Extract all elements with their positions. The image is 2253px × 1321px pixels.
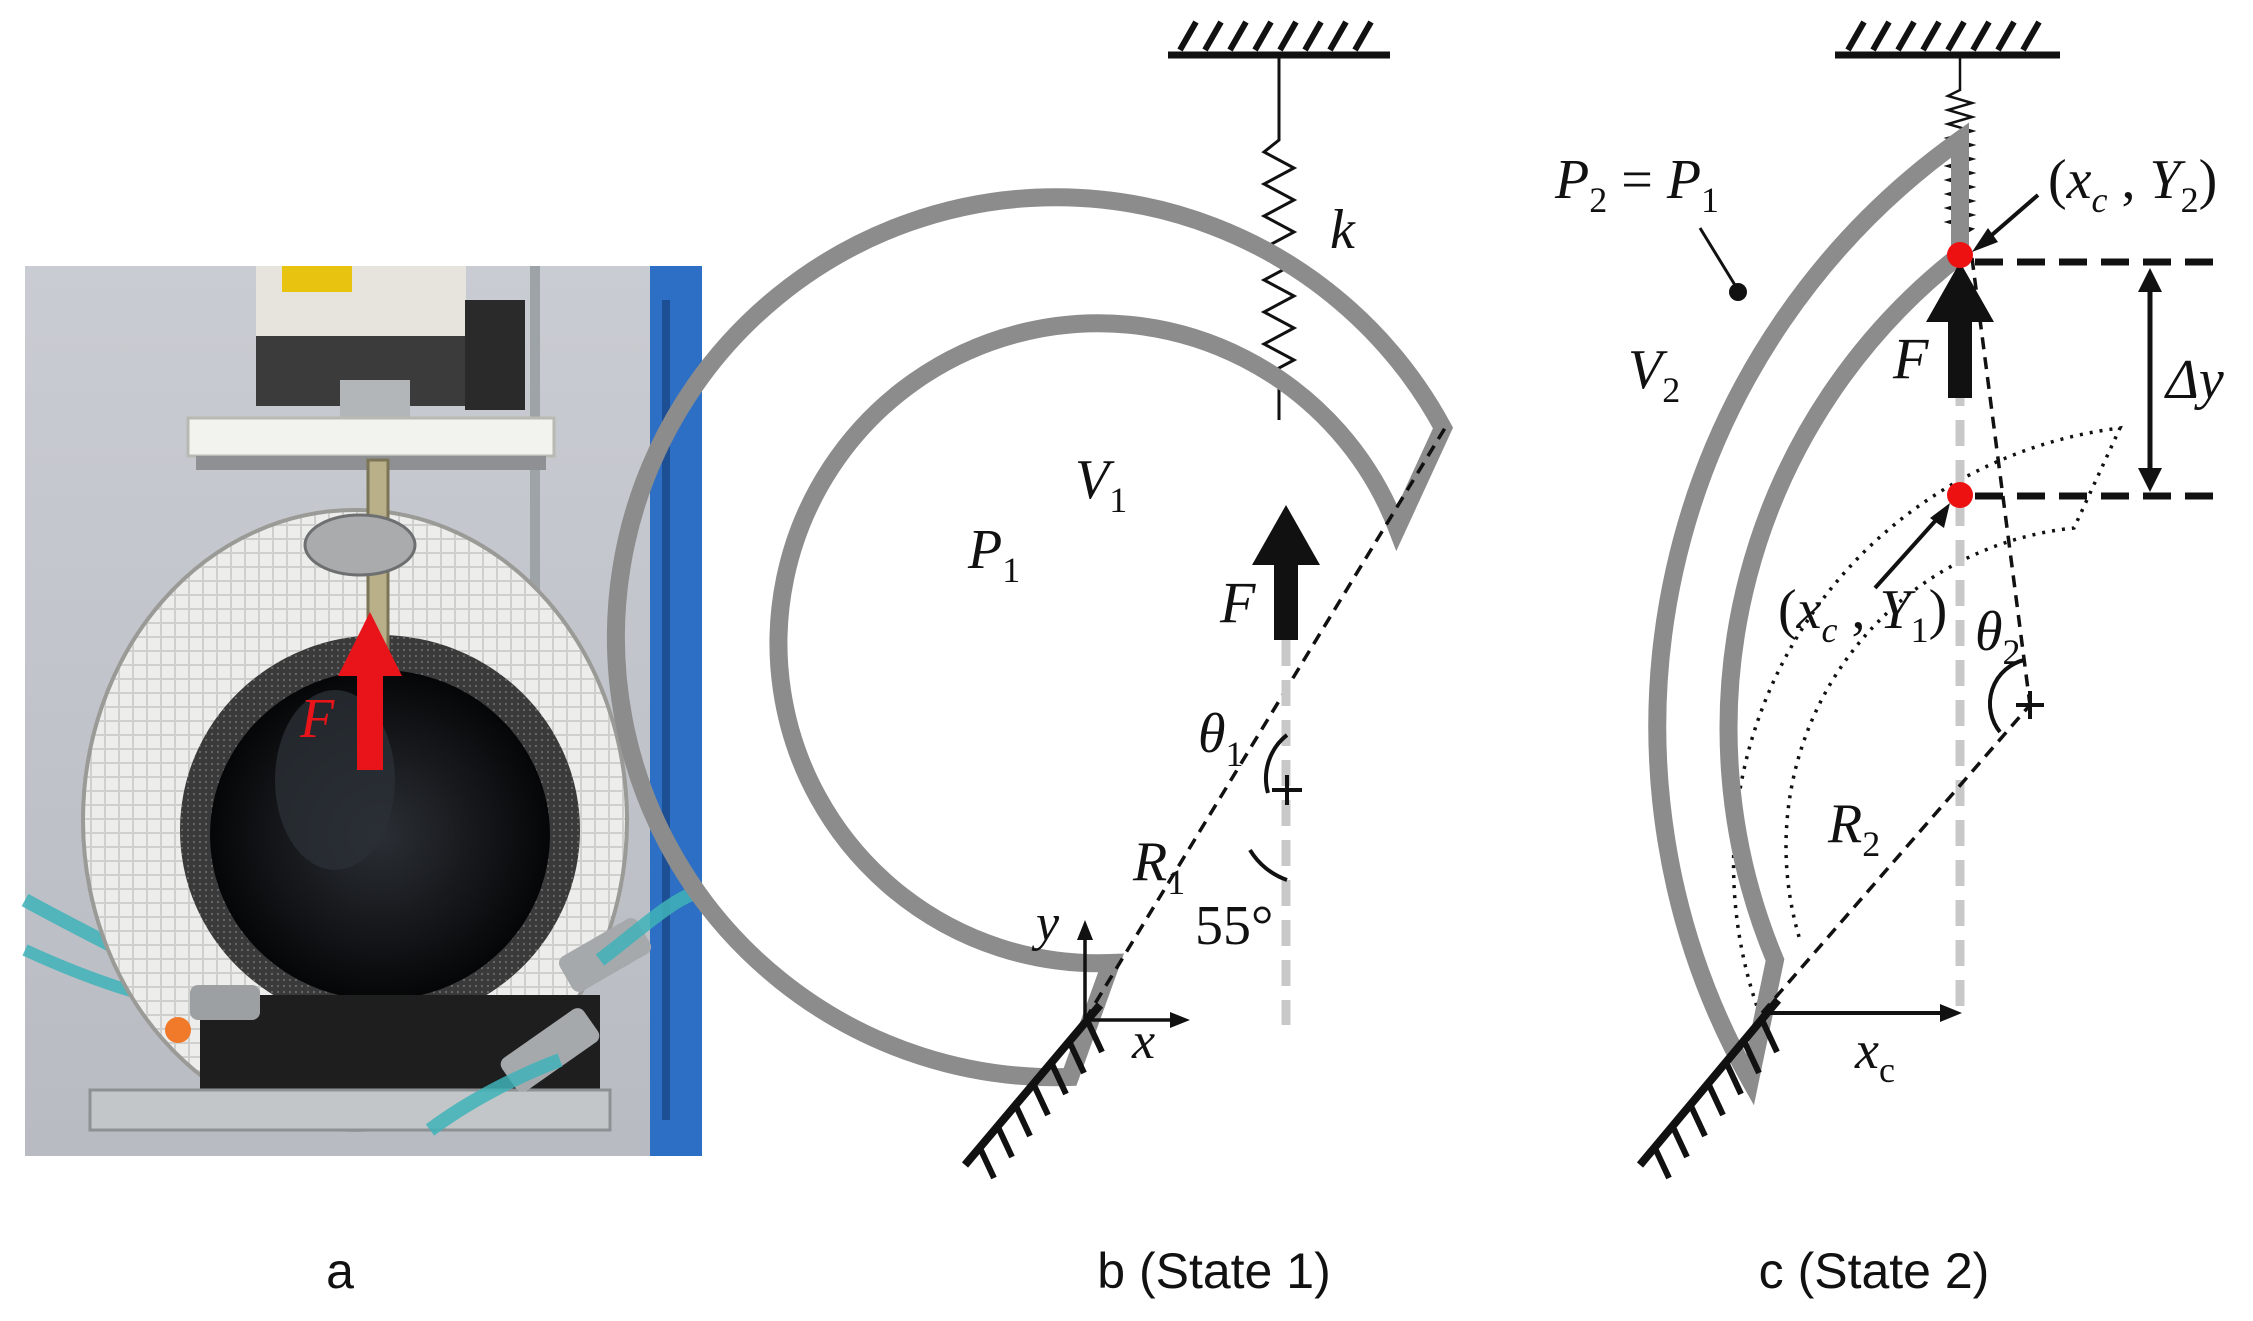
pressure-dot [1729,283,1747,301]
axes-b [1077,920,1190,1028]
point-y1-comma: , [1838,579,1880,641]
caption-a: a [326,1243,354,1299]
radius-label-b: R1 [1132,831,1185,902]
force-label-b: F [1219,570,1256,635]
theta-sub-b: 1 [1226,734,1244,774]
point-y1-x: x [1796,579,1822,641]
radius-symbol-c: R [1827,793,1862,855]
point-y2-y-sub: 2 [2181,180,2199,220]
force-arrow-c [1926,262,1994,398]
delta-y-label: Δy [2164,349,2224,411]
radius-sub-b: 1 [1167,862,1185,902]
point-y2-x: x [2066,149,2092,211]
point-y1-x-sub: c [1822,610,1838,650]
volume-sub-c: 2 [1662,370,1680,410]
ground-bottom-b [961,1002,1105,1180]
actuator-body-b [606,188,1454,1087]
ground-top-b [1168,20,1390,59]
xc-label: xc [1854,1020,1895,1090]
radius-sub-c: 2 [1862,824,1880,864]
point-y1-marker [1947,482,1973,508]
point-y2-x-sub: c [2092,180,2108,220]
callout-pressure [1698,227,1740,291]
radius-symbol-b: R [1132,831,1167,893]
theta-label-c: θ2 [1975,601,2021,672]
pressure-eq-op: = [1607,149,1667,211]
point-y2-comma: , [2108,149,2150,211]
volume-symbol-b: V [1075,449,1115,511]
point-y2-label: (xc , Y2) [2048,149,2217,220]
point-y1-y: Y [1880,579,1917,641]
pressure-eq-lhs: P [1554,149,1589,211]
theta-sub-c: 2 [2003,632,2021,672]
angle-55-arc [1248,848,1288,882]
ground-top-c [1835,20,2060,59]
pressure-eq-lhs-sub: 2 [1589,180,1607,220]
panel-a-photo: F [21,266,705,1156]
actuator-body-c [1648,122,1969,1106]
theta2-line [1970,257,2032,706]
volume-symbol-c: V [1628,339,1668,401]
axis-y-label: y [1031,895,1060,952]
xc-sub: c [1879,1050,1895,1090]
previous-state-outline [1731,425,2123,1016]
radius-line-c [1760,703,2032,1015]
xc-arrow [1762,1004,1962,1022]
volume-label-b: V1 [1075,449,1127,520]
force-arrow-b [1252,505,1320,640]
theta2-arc [1987,658,2025,734]
theta-symbol-c: θ [1975,601,2003,663]
point-y1-label: (xc , Y1) [1778,579,1947,650]
caption-b: b (State 1) [1097,1243,1330,1299]
pressure-label-b: P1 [967,519,1020,590]
theta1-arc [1264,733,1289,794]
callout-y1 [1873,508,1947,590]
volume-sub-b: 1 [1109,480,1127,520]
center-mark-c [2016,691,2044,719]
point-y1-open: ( [1778,579,1797,641]
xc-symbol: x [1854,1020,1879,1080]
caption-c: c (State 2) [1759,1243,1990,1299]
radius-line-b [1083,427,1447,1021]
pressure-symbol-b: P [967,519,1002,581]
point-y1-close: ) [1929,579,1948,641]
theta-symbol-b: θ [1198,703,1226,765]
pressure-eq-rhs: P [1666,149,1701,211]
spring-constant-label: k [1330,199,1356,261]
delta-y-dimension [1975,258,2218,500]
angle-55-label: 55° [1195,895,1273,957]
center-mark-b [1272,775,1302,805]
panel-c-diagram: F Δy P2 = P1 V2 (xc , Y2) (x [1554,20,2224,1180]
radius-label-c: R2 [1827,793,1880,864]
volume-label-c: V2 [1628,339,1680,410]
point-y2-close: ) [2199,149,2218,211]
force-label-c: F [1892,326,1929,391]
theta-label-b: θ1 [1198,703,1244,774]
axis-x-label: x [1131,1013,1155,1070]
force-arrow-red [338,612,402,770]
ground-bottom-c [1636,997,1782,1180]
point-y1-y-sub: 1 [1911,610,1929,650]
pressure-eq-label: P2 = P1 [1554,149,1719,220]
pressure-sub-b: 1 [1002,550,1020,590]
panel-a-force-label: F [299,688,335,750]
pressure-eq-rhs-sub: 1 [1701,180,1719,220]
panel-b-diagram: k F V1 P1 θ1 R1 55° [606,20,1454,1180]
point-y2-marker [1947,242,1973,268]
point-y2-y: Y [2150,149,2187,211]
point-y2-open: ( [2048,149,2067,211]
